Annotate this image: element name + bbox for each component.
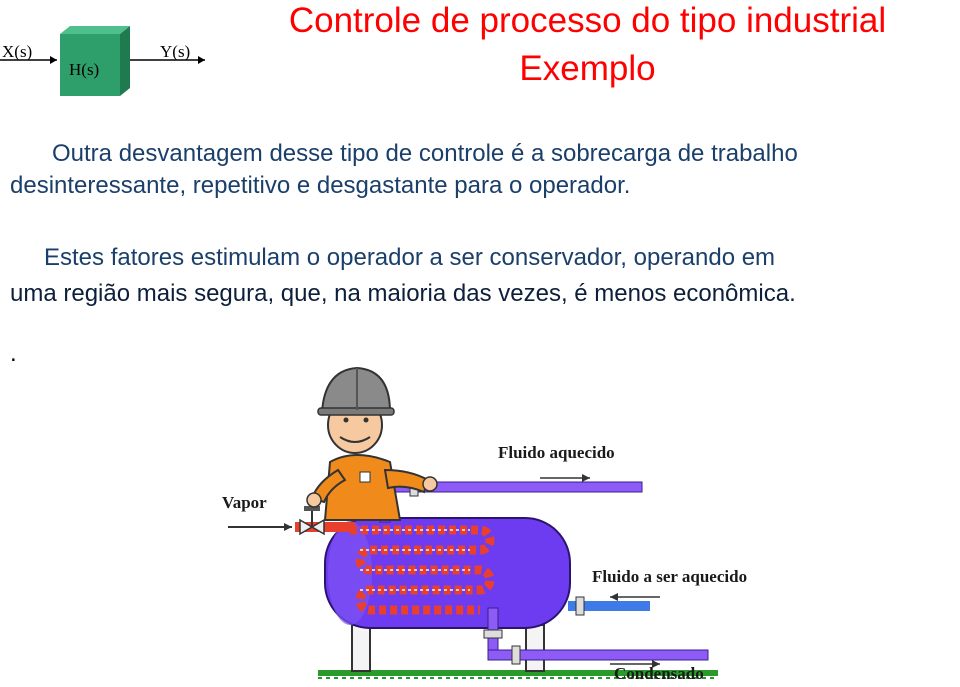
block-diagram: X(s) H(s) Y(s) <box>0 20 210 110</box>
block-top-face <box>60 26 130 34</box>
input-label: X(s) <box>2 42 33 61</box>
operator-suit <box>323 454 402 521</box>
output-label: Y(s) <box>160 42 191 61</box>
transfer-function-block <box>60 34 120 96</box>
slide-title: Controle de processo do tipo industrial <box>288 1 887 40</box>
ground-line <box>318 670 718 676</box>
steam-coil <box>350 525 495 615</box>
label-vapor: Vapor <box>222 493 267 512</box>
vapor-valve <box>299 518 314 536</box>
block-label: H(s) <box>69 60 100 79</box>
paragraph-1-line-2: desinteressante, repetitivo e desgastant… <box>10 172 631 199</box>
block-side-face <box>120 26 130 96</box>
slide-subtitle: Exemplo <box>519 49 656 88</box>
cold-fluid-pipe <box>568 596 650 616</box>
paragraph-2-line-1: Estes fatores estimulam o operador a ser… <box>44 244 776 271</box>
block-diagram-graphic <box>0 26 205 96</box>
label-fluid-to-heat: Fluido a ser aquecido <box>592 567 748 586</box>
label-condensate: Condensado <box>614 664 704 683</box>
tank-leg-left <box>351 624 371 672</box>
tank-leg-right <box>525 624 545 672</box>
label-hot-fluid: Fluido aquecido <box>498 443 615 462</box>
operator-figure <box>306 366 438 521</box>
paragraph-2-line-2: uma região mais segura, que, na maioria … <box>10 280 796 307</box>
vapor-pipe <box>295 522 355 532</box>
condensate-pipe <box>483 607 709 665</box>
paragraph-1-line-1: Outra desvantagem desse tipo de controle… <box>52 140 798 167</box>
stray-dot: . <box>10 340 17 367</box>
